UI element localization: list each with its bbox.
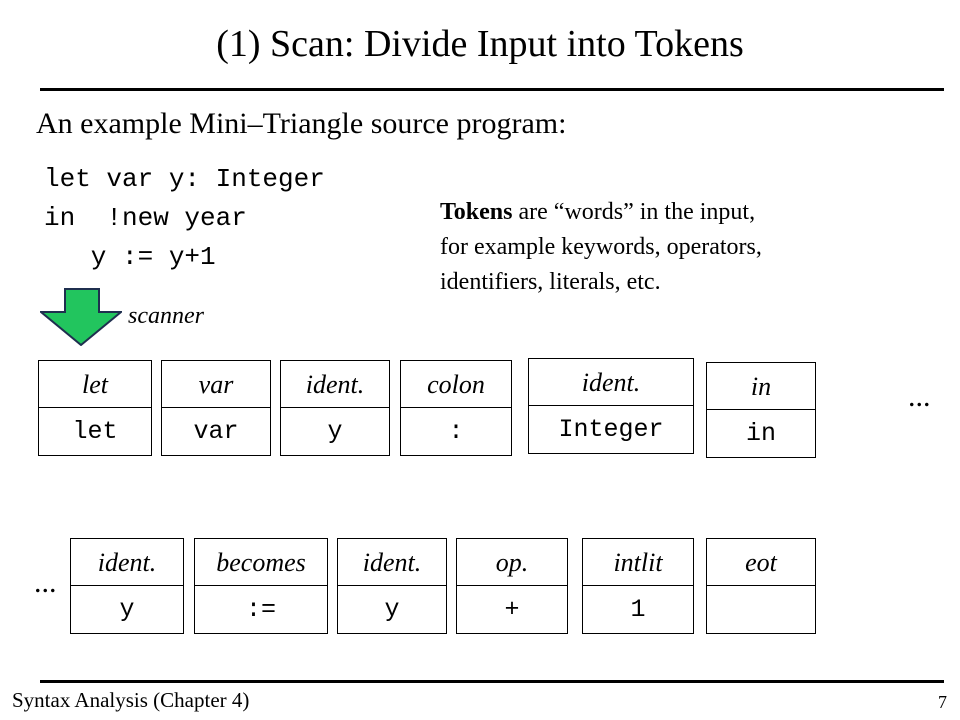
footer-text: Syntax Analysis (Chapter 4) [12,688,250,712]
scanner-arrow-icon [40,288,122,346]
title-divider [40,88,944,91]
note-line3: identifiers, literals, etc. [440,269,661,295]
token-spelling: let [72,417,118,446]
token-spelling: y [119,595,135,624]
note-bold: Tokens [440,199,513,225]
token-kind: becomes [195,539,327,586]
token-box: intlit 1 [582,538,694,634]
token-spelling: + [504,595,520,624]
token-spelling: := [245,595,276,624]
tokens-note: Tokens are “words” in the input, for exa… [440,195,762,300]
token-spelling: 1 [630,595,646,624]
token-spelling: y [384,595,400,624]
token-box: ident. y [280,360,390,456]
note-line2: for example keywords, operators, [440,234,762,260]
token-kind: let [39,361,151,408]
ellipsis-left: ... [34,566,57,599]
token-box: eot [706,538,816,634]
token-kind: ident. [338,539,446,586]
token-box: ident. y [70,538,184,634]
token-box: ident. Integer [528,358,694,454]
page-number: 7 [938,692,947,712]
token-box: let let [38,360,152,456]
token-box: ident. y [337,538,447,634]
token-spelling: var [193,417,239,446]
token-kind: ident. [281,361,389,408]
token-spelling: : [448,417,464,446]
token-spelling: in [745,419,776,448]
code-line: let var y: Integer [44,164,325,194]
token-kind: var [162,361,270,408]
footer-divider [40,680,944,683]
token-kind: ident. [529,359,693,406]
token-kind: colon [401,361,511,408]
token-kind: eot [707,539,815,586]
token-box: becomes := [194,538,328,634]
token-spelling: Integer [558,415,664,444]
token-kind: op. [457,539,567,586]
subtitle: An example Mini–Triangle source program: [36,107,567,140]
code-line: y := y+1 [44,242,216,272]
slide-title: (1) Scan: Divide Input into Tokens [216,23,744,65]
token-spelling: y [327,417,343,446]
token-kind: intlit [583,539,693,586]
code-line: in !new year [44,203,247,233]
token-kind: in [707,363,815,410]
scanner-label: scanner [128,303,204,329]
token-box: colon : [400,360,512,456]
source-program: let var y: Integer in !new year y := y+1 [44,160,325,277]
token-spelling [707,586,815,633]
token-kind: ident. [71,539,183,586]
token-box: op. + [456,538,568,634]
note-line1: are “words” in the input, [512,199,756,225]
ellipsis-right: ... [908,380,931,413]
token-box: in in [706,362,816,458]
token-box: var var [161,360,271,456]
